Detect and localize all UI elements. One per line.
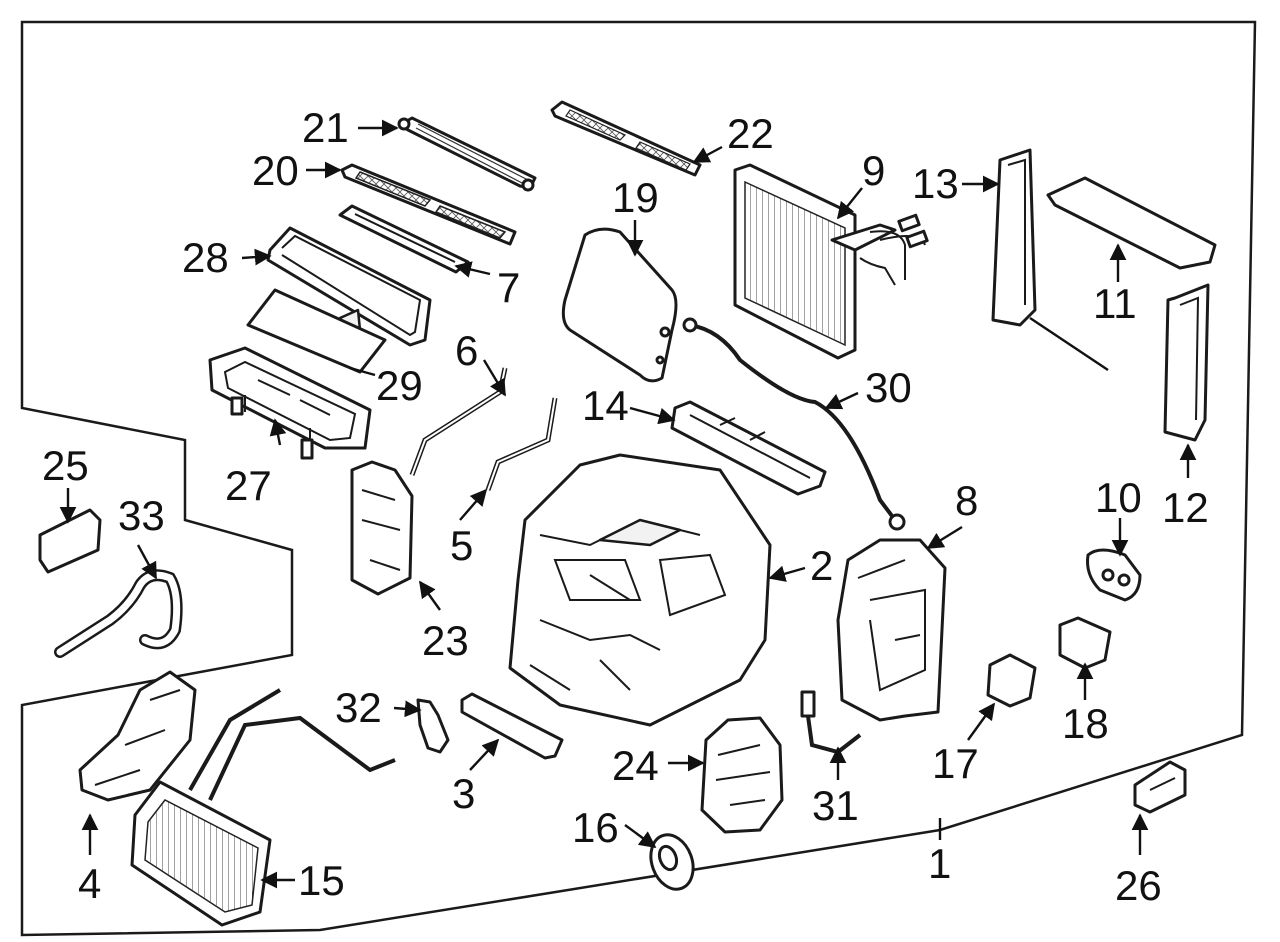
part-5-pipe <box>485 397 558 491</box>
callout-21: 21 <box>302 104 349 151</box>
callout-13: 13 <box>912 160 959 207</box>
callout-30: 30 <box>865 364 912 411</box>
callout-16: 16 <box>572 804 619 851</box>
part-17-module <box>986 653 1037 708</box>
part-31-wire-harness <box>800 690 862 755</box>
callout-9: 9 <box>862 147 885 194</box>
part-32-actuator <box>416 698 450 754</box>
leader-lines <box>59 119 1197 889</box>
part-26-switch <box>1133 760 1187 814</box>
part-11-top-cover <box>1046 176 1217 270</box>
part-20-damper <box>340 163 517 246</box>
callout-32: 32 <box>335 684 382 731</box>
part-23-case-half <box>350 460 414 596</box>
callout-22: 22 <box>727 110 774 157</box>
part-15-heater-core <box>130 688 396 927</box>
callout-23: 23 <box>422 617 469 664</box>
callout-29: 29 <box>376 362 423 409</box>
part-9-evaporator <box>733 163 929 360</box>
part-10-control <box>1086 548 1142 602</box>
callout-7: 7 <box>497 264 520 311</box>
part-19-cover-plate <box>561 227 678 383</box>
part-18-module <box>1058 616 1112 670</box>
part-21-flap-door <box>397 116 537 192</box>
callout-25: 25 <box>42 442 89 489</box>
callout-26: 26 <box>1115 862 1162 909</box>
part-30-sensor-cable <box>682 317 906 531</box>
callout-1: 1 <box>928 840 951 887</box>
part-3-seal-strip <box>460 692 564 760</box>
callout-8: 8 <box>955 477 978 524</box>
part-22-damper <box>550 100 702 177</box>
callout-19: 19 <box>612 174 659 221</box>
part-27-filter-case <box>208 346 372 460</box>
part-25-sensor <box>38 508 102 574</box>
callout-20: 20 <box>252 147 299 194</box>
callout-11: 11 <box>1093 280 1137 327</box>
callout-3: 3 <box>452 770 475 817</box>
callout-33: 33 <box>118 492 165 539</box>
callout-15: 15 <box>298 857 345 904</box>
part-16-blower-wheel <box>649 833 695 891</box>
part-29-cabin-filter <box>246 288 387 374</box>
callout-labels: 1 2 3 4 5 6 7 8 9 10 11 12 13 14 15 16 1… <box>42 104 1209 909</box>
part-24-case-part <box>700 716 784 834</box>
callout-18: 18 <box>1062 700 1109 747</box>
callout-6: 6 <box>455 327 478 374</box>
callout-4: 4 <box>78 860 101 907</box>
part-13-side-panel <box>991 148 1109 371</box>
callout-2: 2 <box>810 542 833 589</box>
callout-27: 27 <box>225 462 272 509</box>
callout-31: 31 <box>812 782 859 829</box>
part-8-case <box>836 538 947 722</box>
callout-28: 28 <box>182 234 229 281</box>
callout-17: 17 <box>932 740 979 787</box>
callout-24: 24 <box>612 742 659 789</box>
part-4-duct <box>78 670 197 802</box>
callout-12: 12 <box>1162 484 1209 531</box>
part-2-heater-case <box>508 453 772 727</box>
part-33-hose <box>54 569 183 658</box>
callout-10: 10 <box>1095 474 1142 521</box>
callout-14: 14 <box>582 382 629 429</box>
part-14-duct <box>670 400 827 496</box>
callout-5: 5 <box>450 522 473 569</box>
part-12-side-panel-right <box>1163 283 1210 442</box>
